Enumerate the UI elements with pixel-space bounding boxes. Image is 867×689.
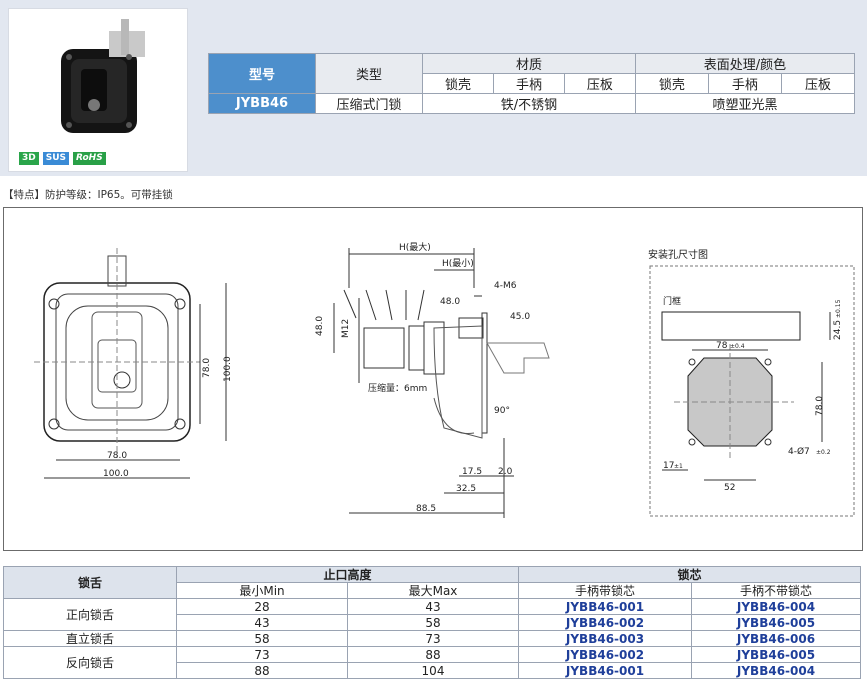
side-compress: 压缩量：6mm — [368, 382, 427, 394]
side-dim-48v: 48.0 — [315, 316, 325, 336]
hole-tol-holes: ±0.2 — [816, 449, 831, 456]
side-angle: 90° — [494, 406, 510, 416]
product-photo: 3D SUS RoHS — [8, 8, 188, 172]
code-cell: JYBB46-002 — [518, 614, 692, 631]
col-min: 最小Min — [176, 582, 348, 599]
hole-dim-245: 24.5 — [833, 320, 843, 340]
min-cell: 58 — [176, 630, 348, 647]
sub-header: 锁壳 — [634, 73, 709, 94]
side-m12: M12 — [341, 319, 351, 338]
hole-dim-78: 78 — [716, 341, 728, 351]
order-table: 锁舌 止口高度 锁芯 最小Min 最大Max 手柄带锁芯 手柄不带锁芯 正向锁舌… — [3, 566, 861, 679]
col-without: 手柄不带锁芯 — [691, 582, 861, 599]
col-core: 锁芯 — [518, 566, 861, 583]
hole-dim-v78: 78.0 — [815, 396, 825, 416]
hole-tol-78: ±0.4 — [730, 343, 745, 350]
badge-sus: SUS — [42, 152, 70, 165]
surface-header: 表面处理/颜色 — [634, 53, 856, 74]
code-cell: JYBB46-004 — [691, 598, 861, 615]
table-row: 反向锁舌 73 88 JYBB46-002 JYBB46-005 — [3, 646, 861, 679]
hole-frame: 门框 — [663, 295, 681, 307]
sub-header: 手柄 — [492, 73, 565, 94]
sub-header: 压板 — [563, 73, 636, 94]
hole-diagram — [649, 265, 855, 517]
min-cell: 43 — [176, 614, 348, 631]
max-cell: 104 — [347, 662, 519, 679]
front-view — [34, 248, 227, 479]
type-value: 压缩式门锁 — [315, 93, 423, 114]
side-dim-885: 88.5 — [416, 504, 436, 514]
hole-tol-245: ±0.15 — [835, 299, 842, 318]
code-cell: JYBB46-005 — [691, 614, 861, 631]
code-cell: JYBB46-006 — [691, 630, 861, 647]
min-cell: 88 — [176, 662, 348, 679]
side-dim-48a: 48.0 — [440, 297, 460, 307]
side-dim-20: 2.0 — [498, 467, 513, 477]
sub-header: 压板 — [780, 73, 856, 94]
side-dim-45: 45.0 — [510, 312, 530, 322]
front-dim-78: 78.0 — [107, 451, 127, 461]
max-cell: 43 — [347, 598, 519, 615]
hole-title: 安装孔尺寸图 — [648, 248, 708, 261]
hole-dim-17: 17 — [663, 461, 674, 471]
model-value: JYBB46 — [208, 93, 316, 114]
col-tongue: 锁舌 — [3, 566, 177, 599]
certification-badges: 3D SUS RoHS — [19, 152, 106, 165]
material-header: 材质 — [422, 53, 636, 74]
side-dim-175: 17.5 — [462, 467, 482, 477]
min-cell: 73 — [176, 646, 348, 663]
feature-text: 【特点】防护等级：IP65。可带挂锁 — [3, 189, 173, 201]
max-cell: 58 — [347, 614, 519, 631]
side-dim-325: 32.5 — [456, 484, 476, 494]
hole-holes: 4-Ø7 — [788, 446, 810, 457]
spec-table: 型号 类型 材质 表面处理/颜色 锁壳 手柄 压板 锁壳 手柄 压板 JYBB4… — [208, 53, 856, 114]
front-dim-100: 100.0 — [103, 469, 129, 479]
max-cell: 88 — [347, 646, 519, 663]
code-cell: JYBB46-005 — [691, 646, 861, 663]
code-cell: JYBB46-004 — [691, 662, 861, 679]
side-h-min: H(最小) — [442, 258, 474, 269]
table-row: 正向锁舌 28 43 JYBB46-001 JYBB46-004 — [3, 598, 861, 631]
sub-header: 锁壳 — [422, 73, 494, 94]
tongue-cell: 反向锁舌 — [3, 646, 177, 679]
col-with: 手柄带锁芯 — [518, 582, 692, 599]
surface-value: 喷塑亚光黑 — [634, 93, 856, 114]
front-dim-h78: 78.0 — [202, 358, 212, 378]
tongue-cell: 直立锁舌 — [3, 630, 177, 647]
material-value: 铁/不锈钢 — [422, 93, 636, 114]
side-screw: 4-M6 — [494, 281, 517, 291]
code-cell: JYBB46-001 — [518, 598, 692, 615]
max-cell: 73 — [347, 630, 519, 647]
code-cell: JYBB46-001 — [518, 662, 692, 679]
tongue-cell: 正向锁舌 — [3, 598, 177, 631]
badge-rohs: RoHS — [73, 152, 106, 165]
min-cell: 28 — [176, 598, 348, 615]
sub-header: 手柄 — [707, 73, 782, 94]
type-header: 类型 — [315, 53, 423, 94]
side-h-max: H(最大) — [399, 241, 431, 253]
model-header: 型号 — [208, 53, 316, 94]
code-cell: JYBB46-002 — [518, 646, 692, 663]
table-row: 88 104 JYBB46-001 JYBB46-004 — [4, 662, 861, 679]
badge-3d: 3D — [19, 152, 39, 165]
side-view — [333, 248, 550, 518]
col-max: 最大Max — [347, 582, 519, 599]
front-dim-h100: 100.0 — [223, 356, 233, 382]
hole-dim-52: 52 — [724, 483, 735, 493]
code-cell: JYBB46-003 — [518, 630, 692, 647]
product-image — [61, 19, 145, 133]
hole-tol-17: ±1 — [674, 463, 683, 470]
technical-drawing: 78.0 100.0 78.0 100.0 H(最大) — [3, 207, 863, 551]
col-height: 止口高度 — [176, 566, 519, 583]
table-row: 直立锁舌 58 73 JYBB46-003 JYBB46-006 — [3, 630, 861, 647]
